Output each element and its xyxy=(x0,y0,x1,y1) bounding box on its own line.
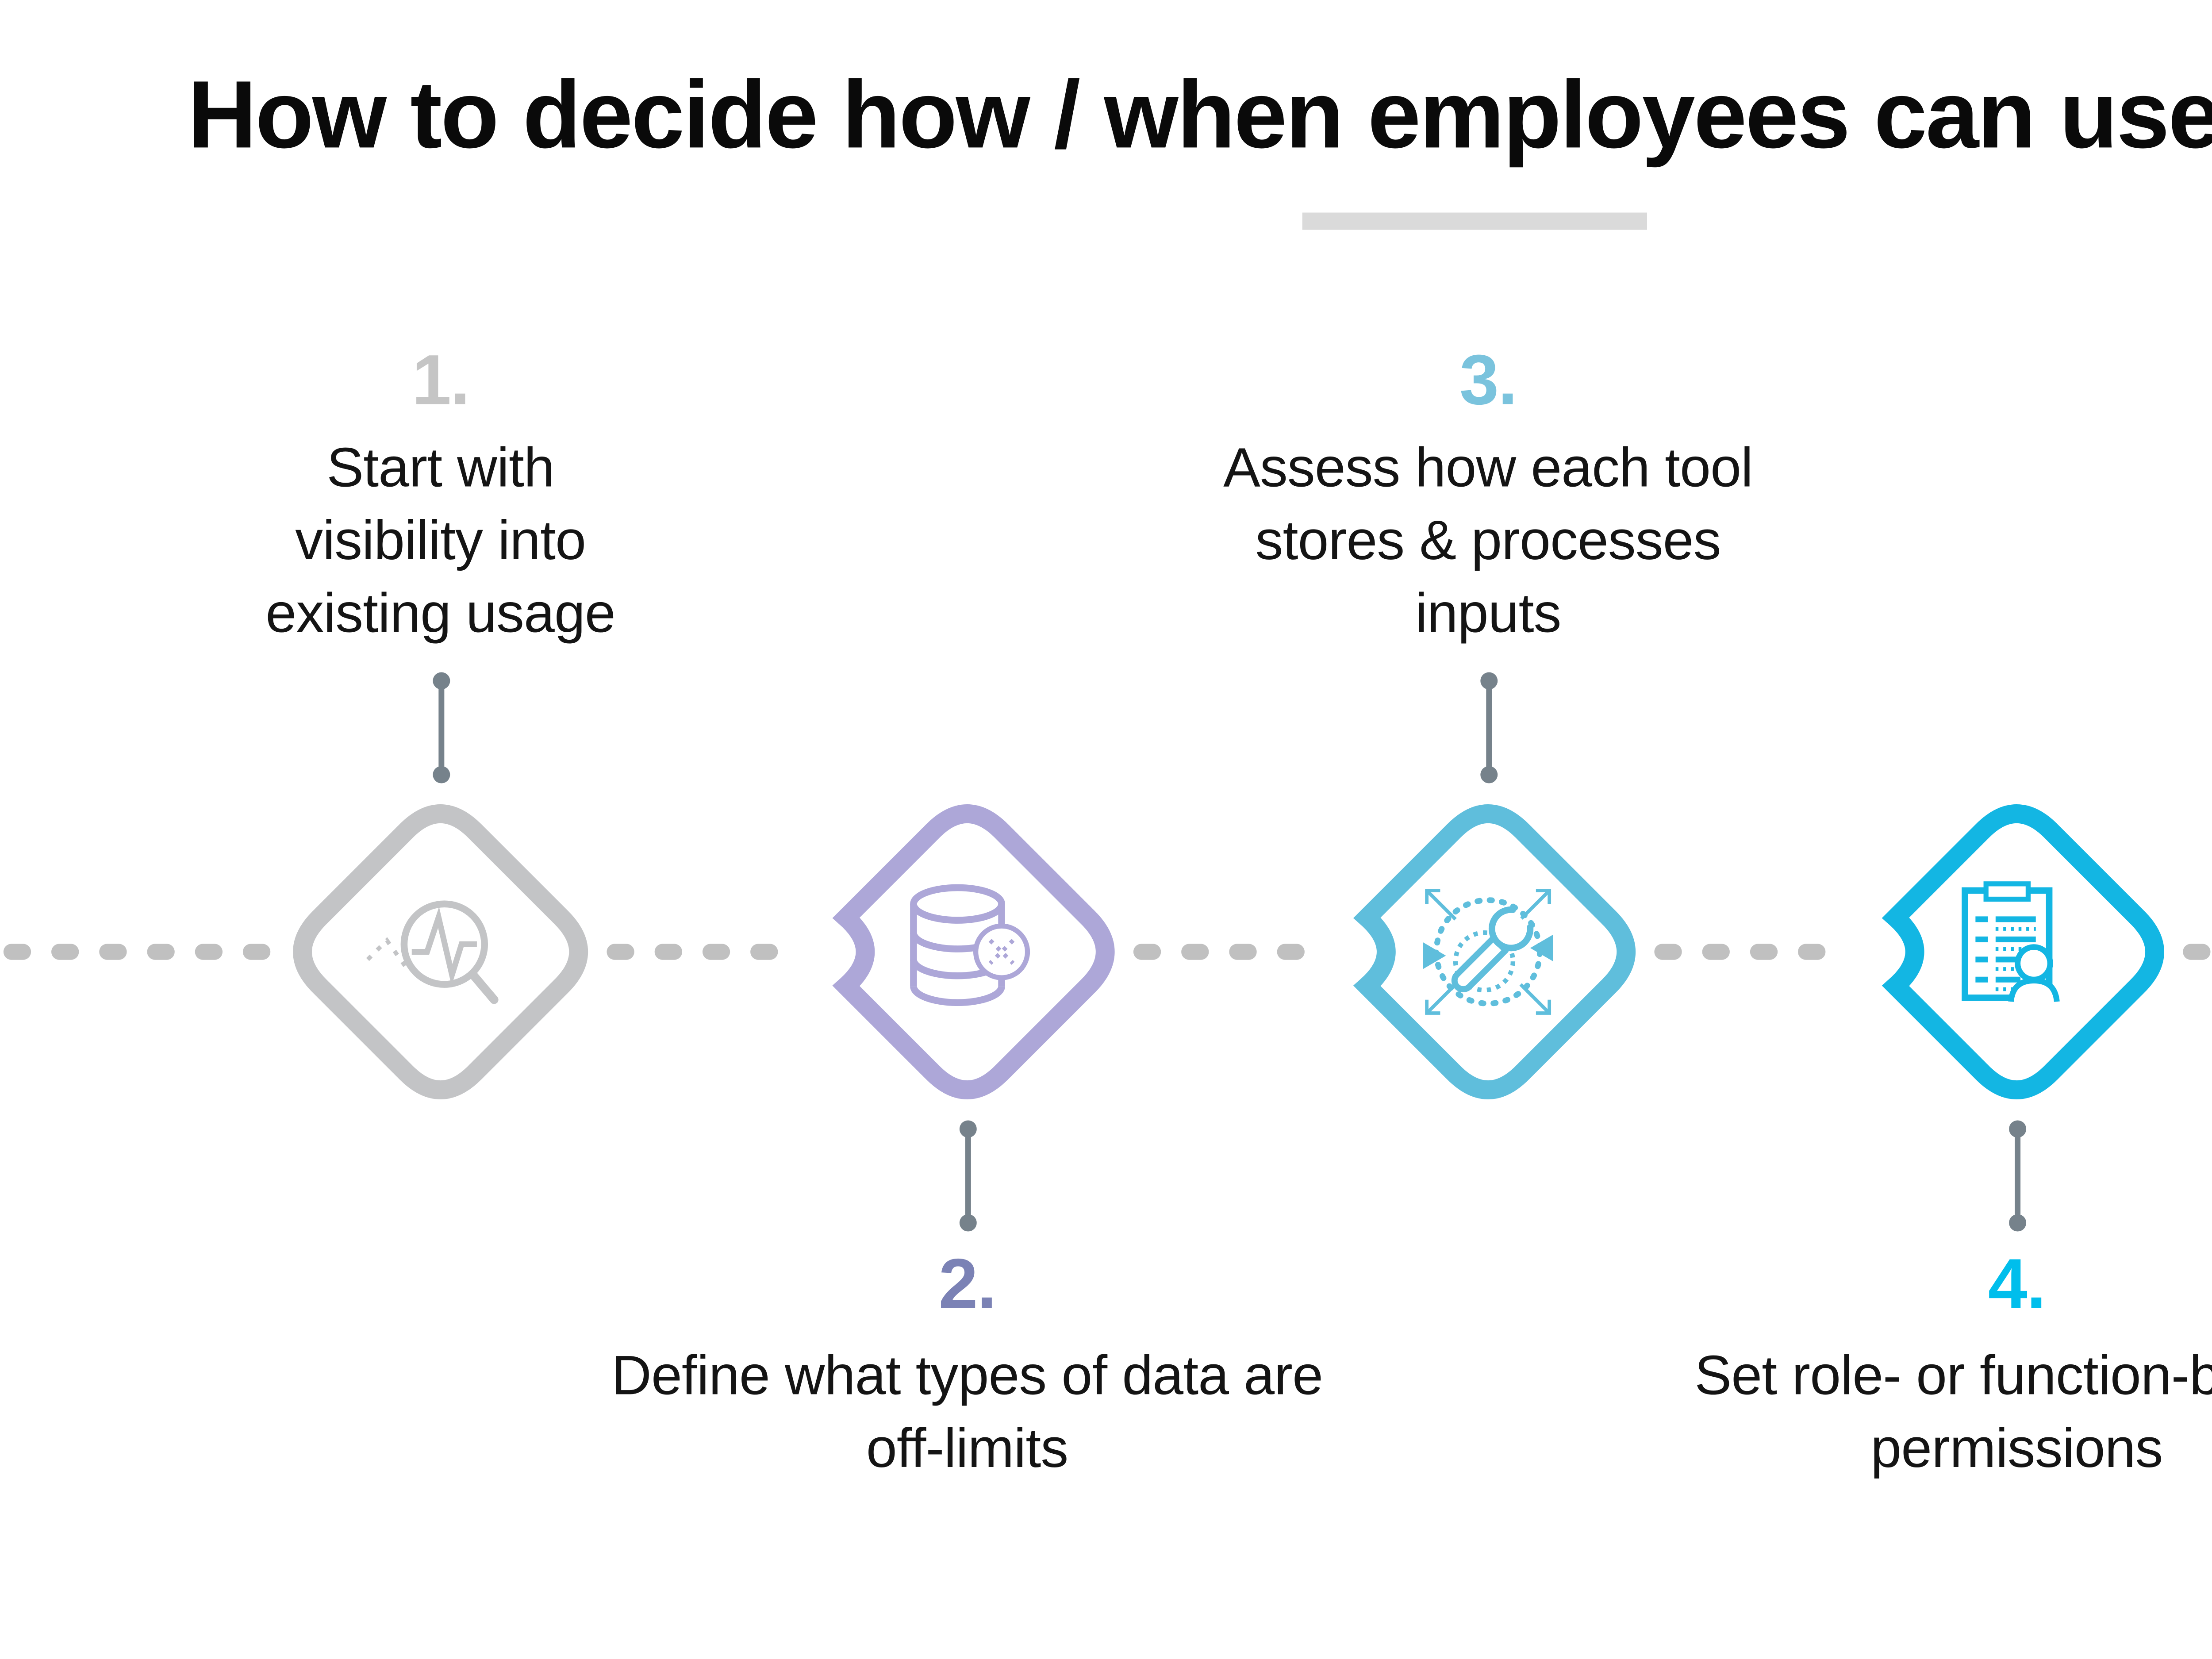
step-3-number: 3. xyxy=(1459,341,1517,420)
step-3-label-line: stores & processes xyxy=(1255,511,1721,573)
step-2-label: Define what types of data are off-limits xyxy=(469,1340,1465,1486)
step-1-label: Start with visibility into existing usag… xyxy=(77,433,804,651)
step-1-number: 1. xyxy=(412,341,470,420)
step-3-label: Assess how each tool stores & processes … xyxy=(1124,433,1852,651)
page-title: How to decide how / when employees can u… xyxy=(188,61,2212,169)
step-4-label-line: Set role- or function-based xyxy=(1694,1346,2212,1408)
step-2-label-line: Define what types of data are xyxy=(611,1346,1323,1408)
connector-line xyxy=(438,680,444,774)
connector-dot xyxy=(2008,1214,2025,1232)
step-4-label-line: permissions xyxy=(1870,1419,2163,1481)
connector-line xyxy=(2013,1128,2020,1222)
step-1-connector xyxy=(431,672,450,783)
step-1-label-line: existing usage xyxy=(265,584,615,645)
timeline-dash-segment xyxy=(1133,944,1324,960)
timeline-dash-segment xyxy=(1654,944,1853,960)
database-restricted-icon xyxy=(910,884,1030,1006)
step-2-connector xyxy=(958,1120,977,1232)
connector-dot xyxy=(432,766,449,783)
step-5-label-line: requesting & reviewing xyxy=(2183,506,2212,579)
connector-dot xyxy=(958,1214,976,1232)
step-2-label-line: off-limits xyxy=(866,1419,1068,1481)
timeline-dash-segment xyxy=(607,944,803,960)
step-5-label-line: Establish a process for xyxy=(2183,433,2212,506)
connector-line xyxy=(1485,680,1491,774)
wrench-gear-icon xyxy=(1423,889,1553,1015)
step-4-connector xyxy=(2007,1120,2026,1232)
timeline-dash-segment xyxy=(3,944,280,960)
step-1-label-line: visibility into xyxy=(295,511,586,573)
step-3-label-line: inputs xyxy=(1415,584,1562,645)
step-3-connector xyxy=(1479,672,1498,783)
connector-line xyxy=(964,1128,970,1222)
step-5-label: Establish a process for requesting & rev… xyxy=(2183,433,2212,651)
connector-dot xyxy=(1479,766,1497,783)
chart-magnifier-icon xyxy=(366,900,499,1004)
step-2-number: 2. xyxy=(938,1244,996,1324)
step-1-label-line: Start with xyxy=(326,438,554,500)
clipboard-person-icon xyxy=(1962,881,2060,1002)
title-underline-bar xyxy=(1302,212,1647,230)
step-3-label-line: Assess how each tool xyxy=(1223,438,1753,500)
step-4-number: 4. xyxy=(1988,1244,2046,1324)
step-4-label: Set role- or function-based permissions xyxy=(1519,1340,2212,1486)
